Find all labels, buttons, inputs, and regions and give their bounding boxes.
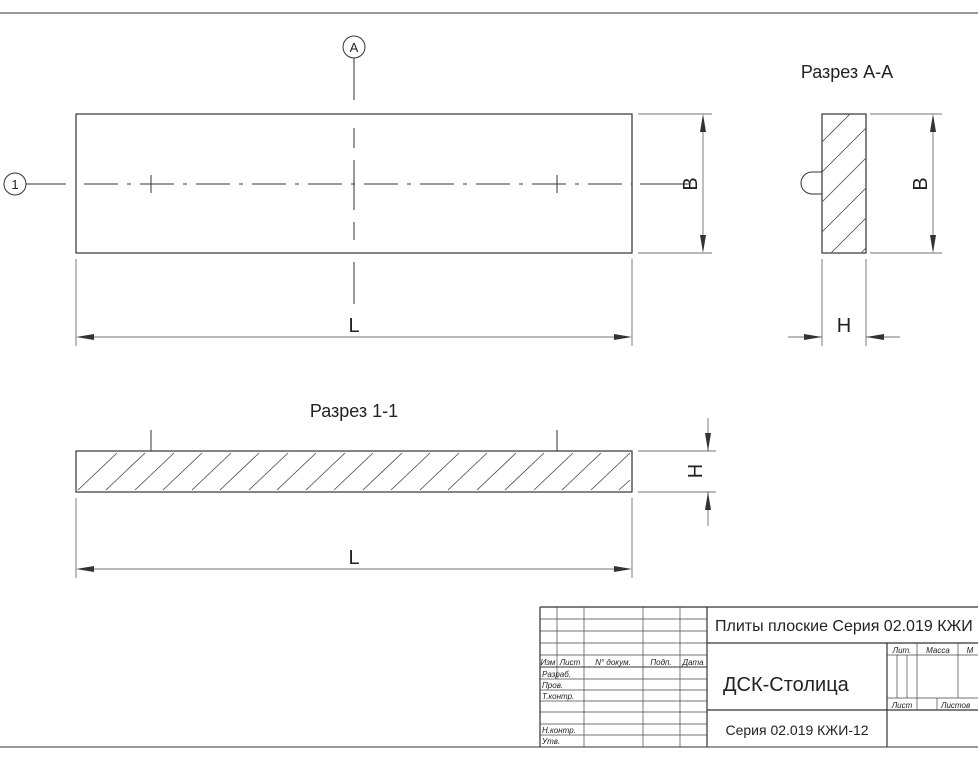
sheet-frame (0, 12, 978, 748)
plan-dim-length: L (75, 259, 633, 346)
section-11-title: Разрез 1-1 (310, 401, 398, 421)
section-11-dim-length: L (75, 498, 633, 578)
tb-role-norm-control: Н.контр. (542, 726, 576, 735)
section-aa-dim-thickness: H (788, 259, 900, 346)
tb-stamp-scale: М (967, 646, 974, 655)
tb-company: ДСК-Столица (723, 674, 850, 696)
tb-header-sign: Подп. (650, 658, 671, 667)
tb-product-title: Плиты плоские Серия 02.019 КЖИ (715, 618, 973, 635)
tb-stamp-mass: Масса (926, 646, 950, 655)
section-11-dim-thickness: H (638, 418, 716, 526)
tb-role-checked: Пров. (542, 681, 563, 690)
tb-header-izm: Изм (541, 658, 556, 667)
axis-1-label: 1 (11, 177, 18, 192)
tb-header-date: Дата (681, 658, 704, 667)
plan-dim-width-label: B (680, 177, 702, 190)
plan-dim-width: B (638, 113, 712, 254)
tb-role-tech-control: Т.контр. (542, 692, 574, 701)
section-11-dim-thickness-label: H (685, 464, 707, 478)
title-block-stamp-grid (887, 643, 978, 710)
plan-view: A 1 L (3, 35, 712, 346)
tb-role-developed: Разраб. (542, 670, 571, 679)
section-11: Разрез 1-1 (75, 401, 716, 578)
section-aa-title: Разрез А-А (801, 62, 893, 82)
section-aa-outline (821, 113, 867, 254)
section-11-outline (75, 450, 633, 493)
title-block: Изм Лист N° докум. Подп. Дата Разраб. Пр… (539, 606, 978, 747)
section-11-dim-length-label: L (348, 547, 359, 569)
section-aa-dim-width-label: B (910, 177, 932, 190)
section-aa-lifting-loop (800, 171, 822, 195)
tb-role-approved: Утв. (541, 737, 560, 746)
title-block-left-grid (540, 607, 707, 747)
tb-document: Серия 02.019 КЖИ-12 (725, 722, 868, 738)
section-aa-dim-width: B (870, 113, 942, 254)
plan-dim-length-label: L (348, 315, 359, 337)
axis-1: 1 (3, 172, 690, 196)
axis-a: A (342, 35, 366, 304)
tb-stamp-sheet: Лист (891, 701, 913, 710)
tb-stamp-sheets: Листов (940, 701, 970, 710)
section-11-hatch (77, 452, 631, 491)
section-aa-dim-thickness-label: H (837, 315, 851, 337)
tb-stamp-lit: Лит. (892, 646, 912, 655)
axis-a-label: A (350, 40, 359, 55)
tb-header-doc-no: N° докум. (595, 658, 631, 667)
tb-header-list: Лист (559, 658, 581, 667)
section-aa-hatch (821, 113, 867, 254)
section-aa: Разрез А-А B H (788, 62, 942, 346)
